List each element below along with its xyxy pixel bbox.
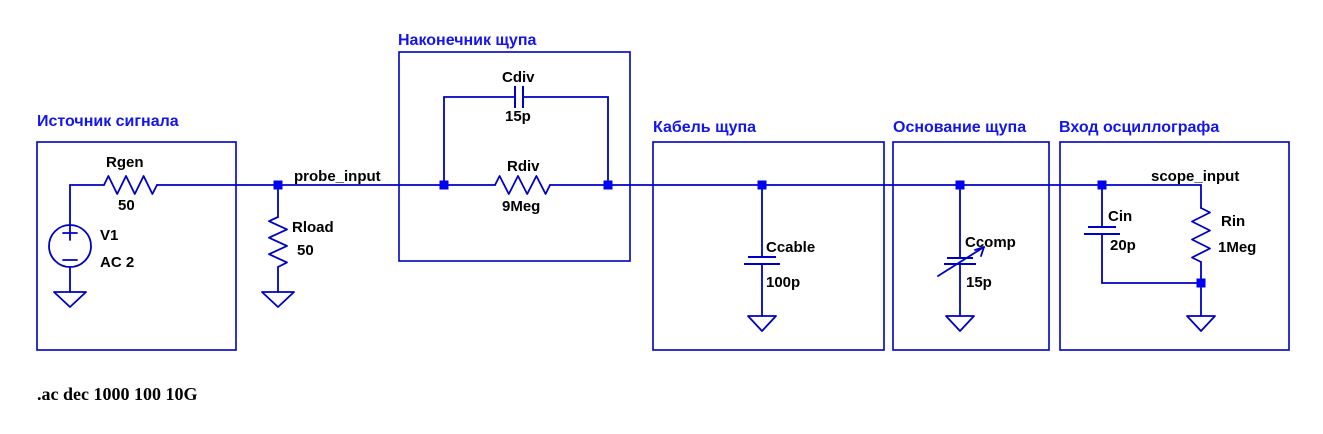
section-title-tip[interactable]: Наконечник щупа <box>398 32 536 49</box>
component-value-rin[interactable]: 1Meg <box>1218 239 1256 256</box>
component-name-rin[interactable]: Rin <box>1221 213 1245 230</box>
capacitor-cin[interactable] <box>1084 226 1120 235</box>
resistor-rin[interactable] <box>1191 207 1211 263</box>
section-box-cable <box>652 141 885 351</box>
section-box-scope <box>1059 141 1290 351</box>
component-name-ccable[interactable]: Ccable <box>766 239 815 256</box>
junction-dot <box>273 180 283 190</box>
component-value-cin[interactable]: 20p <box>1110 237 1136 254</box>
component-name-cdiv[interactable]: Cdiv <box>502 69 535 86</box>
junction-dot <box>1196 278 1206 288</box>
resistor-rload[interactable] <box>268 216 288 268</box>
ground-symbol[interactable] <box>1186 315 1216 332</box>
section-title-cable[interactable]: Кабель щупа <box>653 119 756 136</box>
junction-dot <box>757 180 767 190</box>
junction-dot <box>439 180 449 190</box>
ground-symbol[interactable] <box>261 291 295 308</box>
net-label-scope-input[interactable]: scope_input <box>1151 168 1239 185</box>
capacitor-ccomp-variable[interactable] <box>937 246 985 277</box>
component-value-rdiv[interactable]: 9Meg <box>502 198 540 215</box>
voltage-source-v1[interactable] <box>48 224 92 268</box>
net-label-probe-input[interactable]: probe_input <box>294 168 381 185</box>
section-title-scope[interactable]: Вход осциллографа <box>1059 119 1219 136</box>
component-value-rload[interactable]: 50 <box>297 242 314 259</box>
ground-symbol[interactable] <box>747 315 777 332</box>
component-value-v1[interactable]: AC 2 <box>100 254 134 271</box>
resistor-rgen[interactable] <box>103 175 158 195</box>
wire-segment[interactable] <box>443 96 515 186</box>
section-box-base <box>892 141 1050 351</box>
component-name-rgen[interactable]: Rgen <box>106 154 144 171</box>
spice-directive[interactable]: .ac dec 1000 100 10G <box>37 384 197 404</box>
variable-arrowhead <box>974 246 985 257</box>
plus-sign <box>62 225 78 241</box>
junction-dot <box>955 180 965 190</box>
variable-arrow <box>937 246 985 277</box>
component-value-rgen[interactable]: 50 <box>118 197 135 214</box>
capacitor-ccable[interactable] <box>744 256 780 265</box>
component-name-rdiv[interactable]: Rdiv <box>507 158 540 175</box>
section-title-source[interactable]: Источник сигнала <box>37 113 179 130</box>
component-name-ccomp[interactable]: Ccomp <box>965 234 1016 251</box>
ground-symbol[interactable] <box>945 315 975 332</box>
section-box-source <box>36 141 237 351</box>
junction-dot <box>603 180 613 190</box>
component-value-cdiv[interactable]: 15p <box>505 108 531 125</box>
component-name-rload[interactable]: Rload <box>292 219 334 236</box>
resistor-rdiv[interactable] <box>494 175 551 195</box>
junction-dot <box>1097 180 1107 190</box>
wire-segment[interactable] <box>523 96 609 186</box>
component-name-cin[interactable]: Cin <box>1108 208 1132 225</box>
capacitor-cdiv[interactable] <box>514 86 524 108</box>
component-value-ccomp[interactable]: 15p <box>966 274 992 291</box>
ground-symbol[interactable] <box>53 291 87 308</box>
component-name-v1[interactable]: V1 <box>100 227 118 244</box>
component-value-ccable[interactable]: 100p <box>766 274 800 291</box>
section-box-tip <box>398 51 631 262</box>
section-title-base[interactable]: Основание щупа <box>893 119 1026 136</box>
